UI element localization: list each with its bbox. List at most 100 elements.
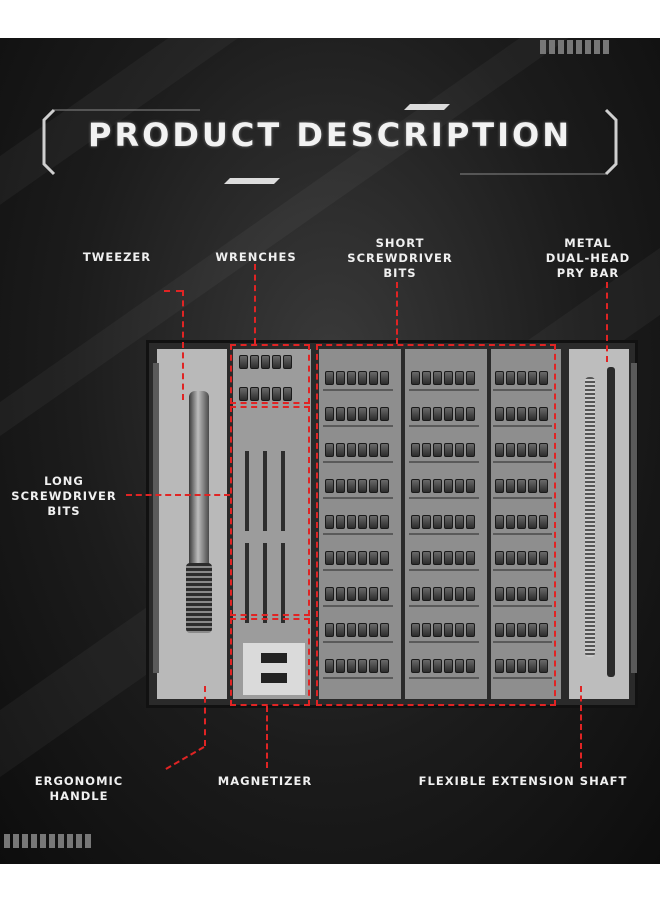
screwdriver-bit bbox=[517, 407, 526, 421]
tray-shelf bbox=[409, 569, 479, 571]
screwdriver-bit bbox=[411, 659, 420, 673]
screwdriver-bit bbox=[466, 623, 475, 637]
screwdriver-bit bbox=[422, 551, 431, 565]
screwdriver-bit bbox=[466, 479, 475, 493]
screwdriver-bit bbox=[539, 443, 548, 457]
tray-shelf bbox=[323, 641, 393, 643]
screwdriver-bit bbox=[506, 659, 515, 673]
bit-row bbox=[495, 515, 548, 529]
bit-row bbox=[411, 587, 475, 601]
screwdriver-bit bbox=[444, 623, 453, 637]
tweezer-label: TWEEZER bbox=[82, 250, 152, 264]
extension-compartment bbox=[569, 349, 629, 699]
screwdriver-bit bbox=[422, 407, 431, 421]
screwdriver-bit bbox=[466, 515, 475, 529]
screwdriver-bit bbox=[455, 623, 464, 637]
screwdriver-bit bbox=[325, 587, 334, 601]
long-bit bbox=[281, 451, 285, 531]
screwdriver-bit bbox=[358, 443, 367, 457]
tray-shelf bbox=[323, 605, 393, 607]
screwdriver-bit bbox=[336, 551, 345, 565]
wrench-row bbox=[239, 387, 292, 401]
wrench-row bbox=[239, 355, 292, 369]
tray-shelf bbox=[493, 533, 552, 535]
long-bits-label: LONG SCREWDRIVER BITS bbox=[11, 474, 117, 518]
screwdriver-bit bbox=[517, 479, 526, 493]
tray-shelf bbox=[493, 641, 552, 643]
screwdriver-bit bbox=[495, 587, 504, 601]
screwdriver-bit bbox=[517, 443, 526, 457]
screwdriver-bit bbox=[433, 515, 442, 529]
screwdriver-bit bbox=[336, 479, 345, 493]
screwdriver-bit bbox=[347, 659, 356, 673]
screwdriver-bit bbox=[358, 515, 367, 529]
bit-row bbox=[495, 479, 548, 493]
screwdriver-bit bbox=[506, 551, 515, 565]
screwdriver-bit bbox=[369, 407, 378, 421]
screwdriver-bit bbox=[433, 407, 442, 421]
screwdriver-bit bbox=[495, 515, 504, 529]
handle-leader bbox=[204, 686, 206, 746]
long-bits-callout-box bbox=[230, 406, 310, 616]
bit-row bbox=[325, 623, 389, 637]
screwdriver-bit bbox=[325, 551, 334, 565]
screwdriver-bit bbox=[336, 587, 345, 601]
tray-shelf bbox=[323, 389, 393, 391]
screwdriver-bit bbox=[495, 551, 504, 565]
screwdriver-bit bbox=[444, 515, 453, 529]
bit-row bbox=[411, 659, 475, 673]
screwdriver-bit bbox=[506, 515, 515, 529]
short-bits-callout-box bbox=[316, 344, 556, 706]
long-bit bbox=[245, 451, 249, 531]
screwdriver-bit bbox=[358, 623, 367, 637]
page-title: PRODUCT DESCRIPTION bbox=[88, 116, 572, 154]
screwdriver-bit bbox=[336, 443, 345, 457]
title-frame bbox=[42, 104, 618, 184]
bit-row bbox=[325, 587, 389, 601]
screwdriver-bit bbox=[539, 551, 548, 565]
screwdriver-bit bbox=[466, 659, 475, 673]
screwdriver-bit bbox=[517, 551, 526, 565]
product-description-banner: PRODUCT DESCRIPTION TWEEZER WRENCHES SHO… bbox=[0, 38, 660, 864]
screwdriver-bit bbox=[347, 551, 356, 565]
screwdriver-bit bbox=[466, 587, 475, 601]
screwdriver-bit bbox=[455, 587, 464, 601]
wrenches-leader bbox=[254, 264, 256, 344]
tray-shelf bbox=[323, 569, 393, 571]
screwdriver-bit bbox=[539, 515, 548, 529]
tray-shelf bbox=[323, 677, 393, 679]
screwdriver-bit bbox=[517, 515, 526, 529]
screwdriver-bit bbox=[369, 479, 378, 493]
screwdriver-bit bbox=[347, 623, 356, 637]
screwdriver-bit bbox=[506, 443, 515, 457]
long-bit bbox=[281, 543, 285, 623]
bit-row bbox=[411, 443, 475, 457]
magnetizer-label: MAGNETIZER bbox=[217, 774, 313, 788]
screwdriver-bit bbox=[336, 623, 345, 637]
screwdriver-bit bbox=[336, 407, 345, 421]
bit-row bbox=[411, 515, 475, 529]
screwdriver-bit bbox=[422, 623, 431, 637]
screwdriver-bit bbox=[380, 659, 389, 673]
tweezer-leader bbox=[182, 290, 184, 400]
screwdriver-bit bbox=[422, 371, 431, 385]
magnetizer-slot bbox=[261, 653, 287, 663]
screwdriver-bit bbox=[336, 515, 345, 529]
bit-row bbox=[411, 407, 475, 421]
screwdriver-bit bbox=[325, 443, 334, 457]
screwdriver-bit bbox=[358, 479, 367, 493]
screwdriver-bit bbox=[358, 587, 367, 601]
screwdriver-bit bbox=[517, 587, 526, 601]
screwdriver-bit bbox=[369, 623, 378, 637]
screwdriver-bit bbox=[455, 443, 464, 457]
screwdriver-bit bbox=[455, 479, 464, 493]
screwdriver-bit bbox=[433, 551, 442, 565]
bit-row bbox=[411, 479, 475, 493]
magnetizer bbox=[243, 643, 305, 695]
bit-row bbox=[495, 587, 548, 601]
tray-shelf bbox=[323, 425, 393, 427]
tray-shelf bbox=[323, 461, 393, 463]
screwdriver-bit bbox=[528, 587, 537, 601]
screwdriver-bit bbox=[528, 623, 537, 637]
tray-shelf bbox=[409, 389, 479, 391]
